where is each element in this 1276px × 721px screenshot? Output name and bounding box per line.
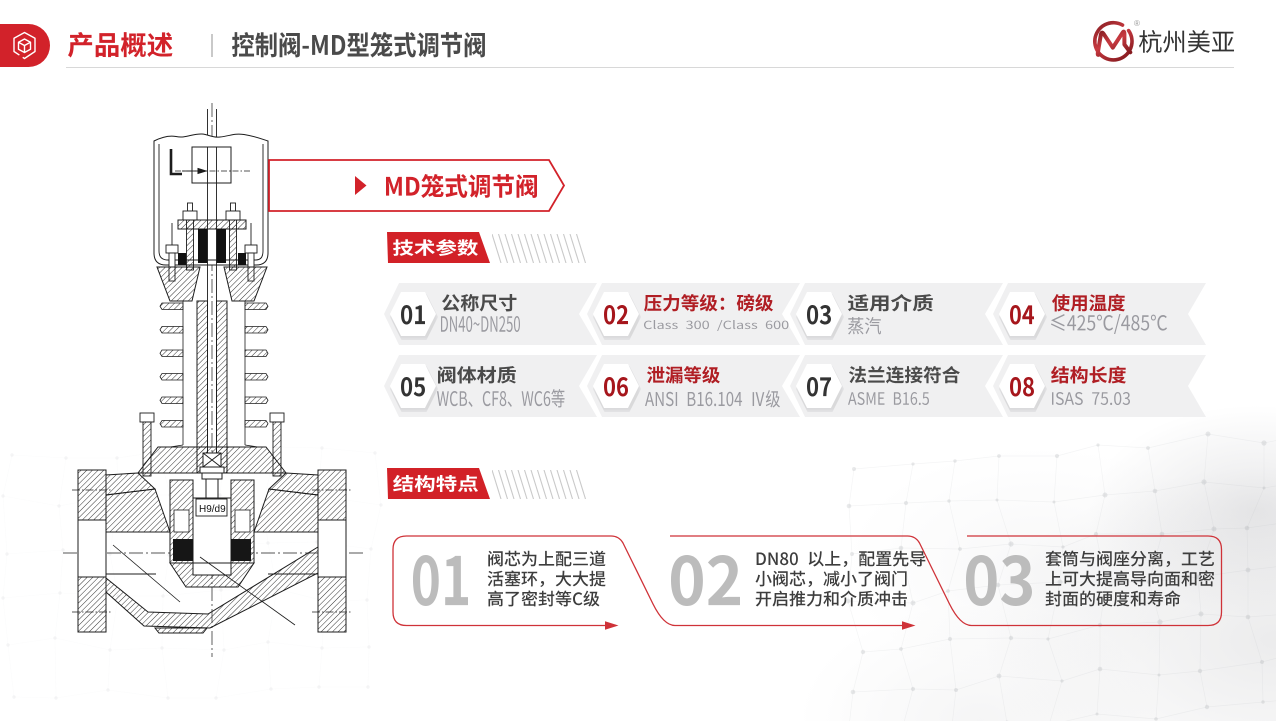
svg-text:®: ® [1134,19,1140,28]
svg-text:H9/d9: H9/d9 [199,504,226,515]
